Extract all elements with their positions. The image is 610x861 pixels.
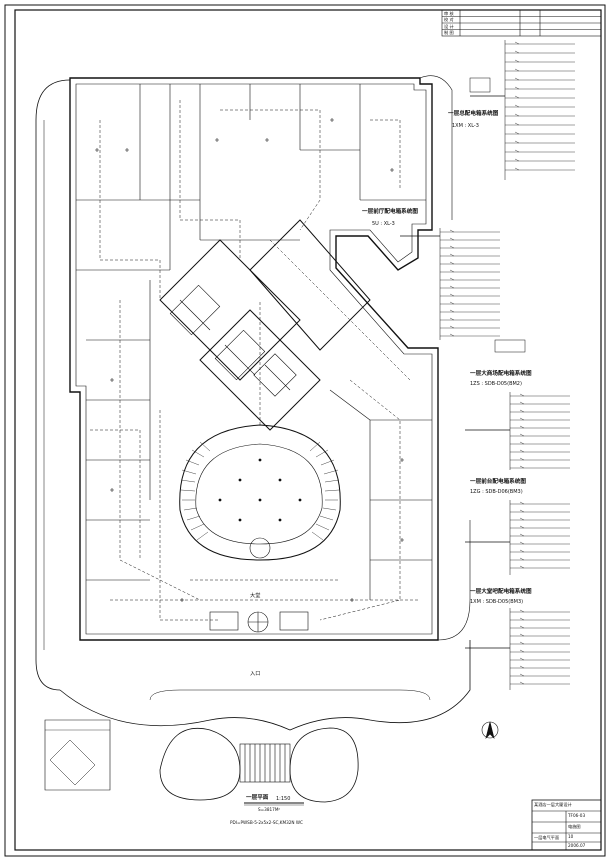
breaker-tick (519, 541, 525, 545)
breaker-tick (519, 449, 525, 453)
breaker-tick (519, 681, 525, 685)
breaker-tick (449, 277, 455, 281)
breaker-tick (519, 617, 525, 621)
breaker-tick (514, 104, 520, 108)
breaker-tick (514, 149, 520, 153)
breaker-tick (519, 657, 525, 661)
schedule-subtitle: 1ZG : SDB-D06(BM3) (470, 489, 523, 495)
schedule-subtitle: 5U : XL-3 (372, 221, 395, 227)
breaker-tick (449, 301, 455, 305)
title-strip-row: 审 核 (444, 10, 454, 16)
schedule-subtitle: 1XM : SDB-D05(BM3) (470, 599, 524, 605)
breaker-tick (519, 565, 525, 569)
breaker-tick (519, 557, 525, 561)
breaker-tick (519, 533, 525, 537)
plan-scale: 1:150 (276, 795, 291, 802)
breaker-tick (449, 317, 455, 321)
breaker-tick (449, 261, 455, 265)
breaker-tick (519, 641, 525, 645)
breaker-tick (519, 609, 525, 613)
breaker-tick (519, 401, 525, 405)
breaker-tick (519, 509, 525, 513)
breaker-tick (519, 417, 525, 421)
discipline: 电施图 (568, 824, 581, 829)
breaker-tick (519, 441, 525, 445)
breaker-tick (519, 625, 525, 629)
drawing-number: TF06-03 (568, 813, 586, 818)
title-strip-row: 制 图 (444, 30, 454, 35)
room-label: 大堂 (250, 593, 261, 599)
breaker-tick (514, 77, 520, 81)
breaker-tick (519, 425, 525, 429)
breaker-tick (519, 465, 525, 469)
breaker-tick (519, 409, 525, 413)
breaker-tick (449, 333, 455, 337)
breaker-tick (449, 245, 455, 249)
schedule-title: 一层总配电箱系统图 (448, 111, 499, 117)
breaker-tick (449, 229, 455, 233)
breaker-tick (449, 285, 455, 289)
drawing-name: 一层电气平面 (534, 835, 560, 840)
breaker-tick (514, 59, 520, 63)
breaker-tick (514, 50, 520, 54)
breaker-tick (514, 95, 520, 99)
breaker-tick (519, 665, 525, 669)
breaker-tick (519, 501, 525, 505)
breaker-tick (519, 433, 525, 437)
breaker-tick (449, 237, 455, 241)
breaker-tick (514, 158, 520, 162)
breaker-tick (514, 113, 520, 117)
breaker-tick (519, 633, 525, 637)
breaker-tick (519, 457, 525, 461)
schedule-subtitle: 1ZS : SDB-D05(BM2) (470, 381, 522, 387)
breaker-tick (449, 309, 455, 313)
breaker-tick (514, 68, 520, 72)
drawing-date: 2006.07 (568, 843, 586, 848)
breaker-tick (519, 517, 525, 521)
breaker-tick (514, 86, 520, 90)
schedule-subtitle: 1XM : XL-3 (452, 123, 479, 129)
plan-title: 一层平面 (246, 795, 269, 801)
breaker-tick (449, 293, 455, 297)
title-strip-row: 设 计 (444, 23, 454, 29)
breaker-tick (519, 673, 525, 677)
plan-feeder-note: PDI=PWSB-5-2x5x2-SC,KM32N WC (230, 820, 303, 825)
breaker-tick (519, 649, 525, 653)
breaker-tick (514, 122, 520, 126)
sheet-number: 10 (568, 834, 574, 839)
plan-area-note: S=3817M² (258, 807, 281, 812)
breaker-tick (519, 549, 525, 553)
schedule-title: 一层前台配电箱系统图 (470, 479, 526, 485)
breaker-tick (519, 393, 525, 397)
title-strip-row: 校 对 (444, 17, 454, 22)
schedule-title: 一层前厅配电箱系统图 (362, 209, 418, 215)
room-label: 入口 (250, 671, 261, 677)
breaker-tick (514, 140, 520, 144)
breaker-tick (449, 269, 455, 273)
breaker-tick (449, 253, 455, 257)
breaker-tick (514, 167, 520, 171)
breaker-tick (449, 325, 455, 329)
breaker-tick (514, 131, 520, 135)
schedule-title: 一层大堂吧配电箱系统图 (470, 589, 532, 595)
breaker-tick (519, 525, 525, 529)
schedule-title: 一层大商场配电箱系统图 (470, 371, 532, 377)
project-name: 某酒店一层大厦设计 (534, 802, 572, 807)
breaker-tick (514, 41, 520, 45)
